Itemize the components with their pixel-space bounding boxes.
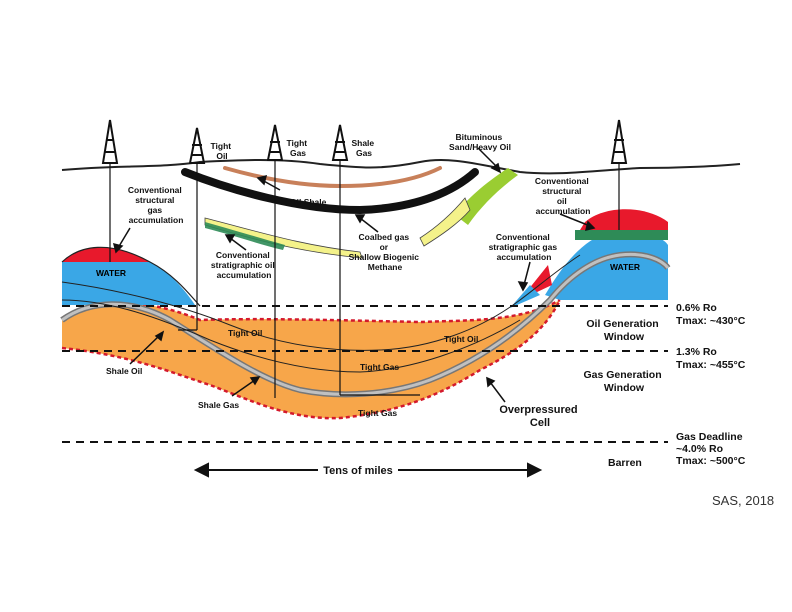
well-right [610, 119, 628, 230]
tight-oil-label-b: Tight Oil [444, 334, 478, 344]
coal-bed [181, 168, 479, 215]
shale-gas-label: Shale Gas [198, 400, 239, 410]
overpressured-label: Overpressured Cell [499, 404, 580, 429]
coalbed-label: Coalbed gas or Shallow Biogenic Methane [349, 232, 422, 272]
well-tight-oil [178, 127, 206, 331]
scale-arrow [193, 462, 543, 478]
right-oil-leg [575, 230, 668, 240]
left-gas-cap [62, 247, 150, 262]
overpressure-boundary-lower [61, 299, 562, 420]
right-gas-cap [580, 209, 668, 230]
oil-window-label: Oil Generation Window [586, 318, 661, 343]
basin-line-2 [61, 299, 521, 373]
conv-struct-gas-label: Conventional structural gas accumulation [128, 185, 184, 225]
tight-oil-label-a: Tight Oil [228, 328, 262, 338]
ro-06-label: 0.6% Ro Tmax: ~430°C [676, 302, 746, 327]
well-tight-gas [266, 124, 284, 398]
deadline-label: Gas Deadline ~4.0% Ro Tmax: ~500°C [676, 431, 746, 467]
strat-oil-bed [205, 222, 285, 250]
well-left [101, 119, 119, 262]
bituminous-sand-lower [419, 197, 471, 247]
conv-strat-gas-label: Conventional stratigraphic gas accumulat… [489, 232, 560, 262]
shale-layer-inner [61, 252, 670, 396]
oil-shale-label: Oil Shale [290, 197, 327, 207]
water-right-label: WATER [610, 262, 640, 272]
ro-13-label: 1.3% Ro Tmax: ~455°C [676, 346, 746, 371]
tight-oil-well-label: Tight Oil [211, 141, 234, 161]
conv-struct-oil-label: Conventional structural oil accumulation [535, 176, 591, 216]
bituminous-sand [455, 168, 518, 225]
right-water [545, 230, 668, 300]
overpressured-cell [62, 300, 560, 419]
gas-window-label: Gas Generation Window [583, 369, 664, 394]
tight-gas-label-a: Tight Gas [360, 362, 399, 372]
bituminous-label: Bituminous Sand/Heavy Oil [449, 132, 511, 152]
credit-text: SAS, 2018 [712, 493, 775, 508]
shale-oil-label: Shale Oil [106, 366, 142, 376]
conv-strat-oil-label: Conventional stratigraphic oil accumulat… [211, 250, 277, 280]
tight-gas-well-label: Tight Gas [287, 138, 310, 158]
left-water [62, 262, 195, 305]
water-left-label: WATER [96, 268, 126, 278]
barren-label: Barren [608, 457, 642, 469]
oil-shale-bed [223, 166, 442, 189]
ground-surface [61, 159, 741, 175]
left-anticline [61, 246, 201, 307]
tight-gas-label-b: Tight Gas [358, 408, 397, 418]
shale-gas-well-label: Shale Gas [351, 138, 376, 158]
pointer-arrows [112, 147, 596, 403]
well-shale-gas [331, 124, 420, 396]
tens-of-miles-label: Tens of miles [323, 465, 392, 477]
